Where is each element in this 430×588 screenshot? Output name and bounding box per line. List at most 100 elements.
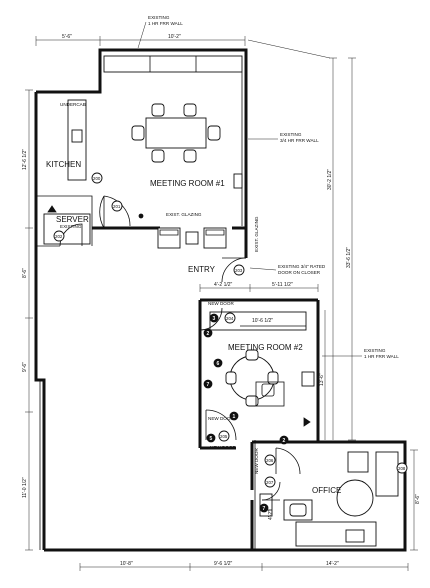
dim-office-left: 4'-2" xyxy=(268,510,274,520)
door-tag: 208 xyxy=(398,466,406,471)
dim-m2-side: 13'-6" xyxy=(319,373,325,386)
note-top-wall-1: EXISTING xyxy=(148,15,170,20)
north-triangle-icon xyxy=(47,205,57,213)
credenza xyxy=(233,173,243,189)
keynote-marker xyxy=(209,313,219,323)
note-lower-wall-1: EXISTING xyxy=(364,348,386,353)
chair-icon xyxy=(151,103,165,117)
room-label-meeting-2: MEETING ROOM #2 xyxy=(228,343,303,352)
door-tag-circle xyxy=(91,172,103,184)
note-new-door-4: NEW DOOR xyxy=(210,445,236,450)
dim-bottom-1: 10'-8" xyxy=(120,561,133,567)
dim-m2-inner: 10'-6 1/2" xyxy=(252,318,273,324)
room-label-entry: ENTRY xyxy=(188,265,216,274)
door-tag: 202 xyxy=(55,234,63,239)
dim-right-long: 33'-6 1/2" xyxy=(346,247,352,268)
door-tag-circle xyxy=(396,462,408,474)
door-tag: 206 xyxy=(266,458,274,463)
meeting-room-1-furniture xyxy=(103,55,243,249)
bookshelf xyxy=(375,451,399,497)
door-tag: 201 xyxy=(113,204,121,209)
floor-box xyxy=(255,381,285,407)
dimension-lines xyxy=(25,36,418,571)
lounge-chair-icon xyxy=(347,451,369,473)
door-tag: 205 xyxy=(220,434,228,439)
door-tag-circle xyxy=(264,476,276,488)
keynote-marker xyxy=(279,435,289,445)
note-new-door-3: NEW DOOR xyxy=(254,448,259,474)
note-glazing: EXIST. GLAZING xyxy=(166,212,202,217)
door-tag: 204 xyxy=(226,316,234,321)
note-existing: EXISTING xyxy=(60,224,82,229)
door-tag: 200 xyxy=(93,176,101,181)
dim-right-tall: 30'-2 1/2" xyxy=(327,169,333,190)
annotation-notes: EXISTING 1 HR FRR WALL EXISTING 3/4 HR F… xyxy=(60,15,399,474)
dim-bottom-2: 9'-6 1/2" xyxy=(214,561,233,567)
keynote-number: 3 xyxy=(213,316,216,322)
note-right-wall-2: 3/4 HR FRR WALL xyxy=(280,138,319,143)
room-label-server: SERVER xyxy=(56,215,89,224)
walls xyxy=(34,48,407,552)
door-tag-circle xyxy=(264,454,276,466)
keynote-marker xyxy=(203,379,213,389)
keynote-number: 7 xyxy=(207,382,210,388)
credenza xyxy=(301,371,315,387)
door-tag-circle xyxy=(53,230,65,242)
keynote-number: 1 xyxy=(233,414,236,420)
chair-icon xyxy=(245,349,259,361)
lounge-chair-icon xyxy=(157,227,181,249)
keynote-marker xyxy=(213,358,223,368)
keynote-number: 2 xyxy=(283,438,286,444)
dim-office-right: 8'-6" xyxy=(415,494,421,504)
dimension-labels: 5'-6" 10'-2" 12'-6 1/2" 8'-6" 9'-6" 11'-… xyxy=(22,34,421,567)
door-tag: 203 xyxy=(235,268,243,273)
dim-left-lower: 9'-6" xyxy=(22,362,28,372)
note-rated-door-2: DOOR ON CLOSER xyxy=(278,270,321,275)
keynote-marker xyxy=(206,433,216,443)
door-swings xyxy=(59,195,301,501)
keynote-marker xyxy=(138,213,144,219)
door-tag-circle xyxy=(233,264,245,276)
note-undercab: UNDERCAB xyxy=(60,102,86,107)
room-labels: MEETING ROOM #1 MEETING ROOM #2 KITCHEN … xyxy=(46,160,341,495)
dim-m2-left: 4'-2 1/2" xyxy=(214,282,233,288)
door-tag-circle xyxy=(224,312,236,324)
chair-icon xyxy=(207,125,221,141)
keynote-number: 6 xyxy=(217,361,220,367)
door-tag-circle xyxy=(218,430,230,442)
note-new-door-1: NEW DOOR xyxy=(208,301,234,306)
office-furniture xyxy=(259,451,399,547)
dim-bottom-3: 14'-2" xyxy=(326,561,339,567)
chair-icon xyxy=(131,125,145,141)
dim-left-mid: 8'-6" xyxy=(22,268,28,278)
dim-top-right: 10'-2" xyxy=(168,34,181,40)
conference-table xyxy=(145,117,207,149)
note-glazing-vertical: EXIST. GLAZING xyxy=(254,216,259,252)
meeting-room-2-furniture xyxy=(209,311,315,427)
dim-left-bottom: 11'-0 1/2" xyxy=(22,477,28,498)
door-tag-circle xyxy=(111,200,123,212)
chair-icon xyxy=(151,149,165,163)
note-new-door-2: NEW DOOR xyxy=(208,416,234,421)
note-rated-door-1: EXISTING 3/4" RATED xyxy=(278,264,326,269)
note-top-wall-2: 1 HR FRR WALL xyxy=(148,21,183,26)
keynote-number: 2 xyxy=(207,331,210,337)
room-label-office: OFFICE xyxy=(312,486,341,495)
dim-left-kitchen: 12'-6 1/2" xyxy=(22,149,28,170)
door-tag: 207 xyxy=(266,480,274,485)
chair-icon xyxy=(183,103,197,117)
keynote-marker xyxy=(229,411,239,421)
room-label-kitchen: KITCHEN xyxy=(46,160,81,169)
door-tags: 200 201 202 203 204 205 206 207 208 xyxy=(53,172,408,488)
keynote-number: 5 xyxy=(210,436,213,442)
chair-icon xyxy=(245,395,259,407)
keynotes: 3 2 6 7 1 5 2 7 xyxy=(138,213,289,513)
dim-m2-right: 5'-11 1/2" xyxy=(272,282,293,288)
chair-icon xyxy=(183,149,197,163)
sink-icon xyxy=(71,129,83,143)
keynote-marker xyxy=(203,328,213,338)
side-table xyxy=(185,231,199,245)
chair-icon xyxy=(225,371,237,385)
note-lower-wall-2: 1 HR FRR WALL xyxy=(364,354,399,359)
